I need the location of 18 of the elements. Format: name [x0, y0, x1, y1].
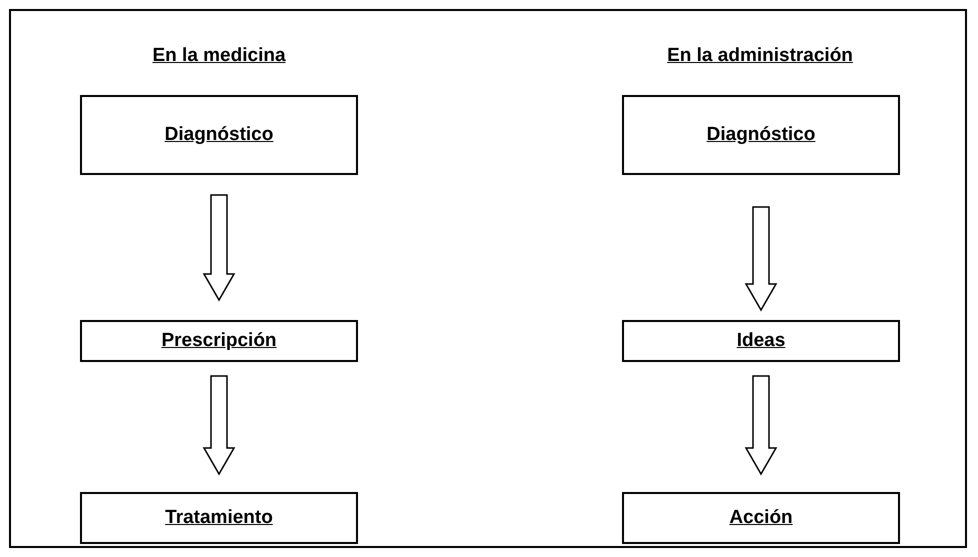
- process-box: [80, 320, 358, 362]
- column-heading: En la administración: [667, 45, 853, 67]
- process-box: [622, 320, 900, 362]
- column-heading: En la medicina: [152, 45, 286, 67]
- process-box: [622, 95, 900, 175]
- process-box: [80, 492, 358, 544]
- box-label: Prescripción: [161, 330, 277, 352]
- box-label: Acción: [729, 507, 793, 529]
- box-label: Tratamiento: [165, 507, 273, 529]
- box-label: Diagnóstico: [706, 124, 816, 146]
- box-label: Ideas: [736, 330, 786, 352]
- box-label: Diagnóstico: [164, 124, 274, 146]
- hollow-arrow: [744, 375, 778, 476]
- hollow-arrow: [202, 375, 236, 476]
- process-box: [622, 492, 900, 544]
- hollow-arrow: [202, 194, 236, 302]
- hollow-arrow: [744, 206, 778, 312]
- process-box: [80, 95, 358, 175]
